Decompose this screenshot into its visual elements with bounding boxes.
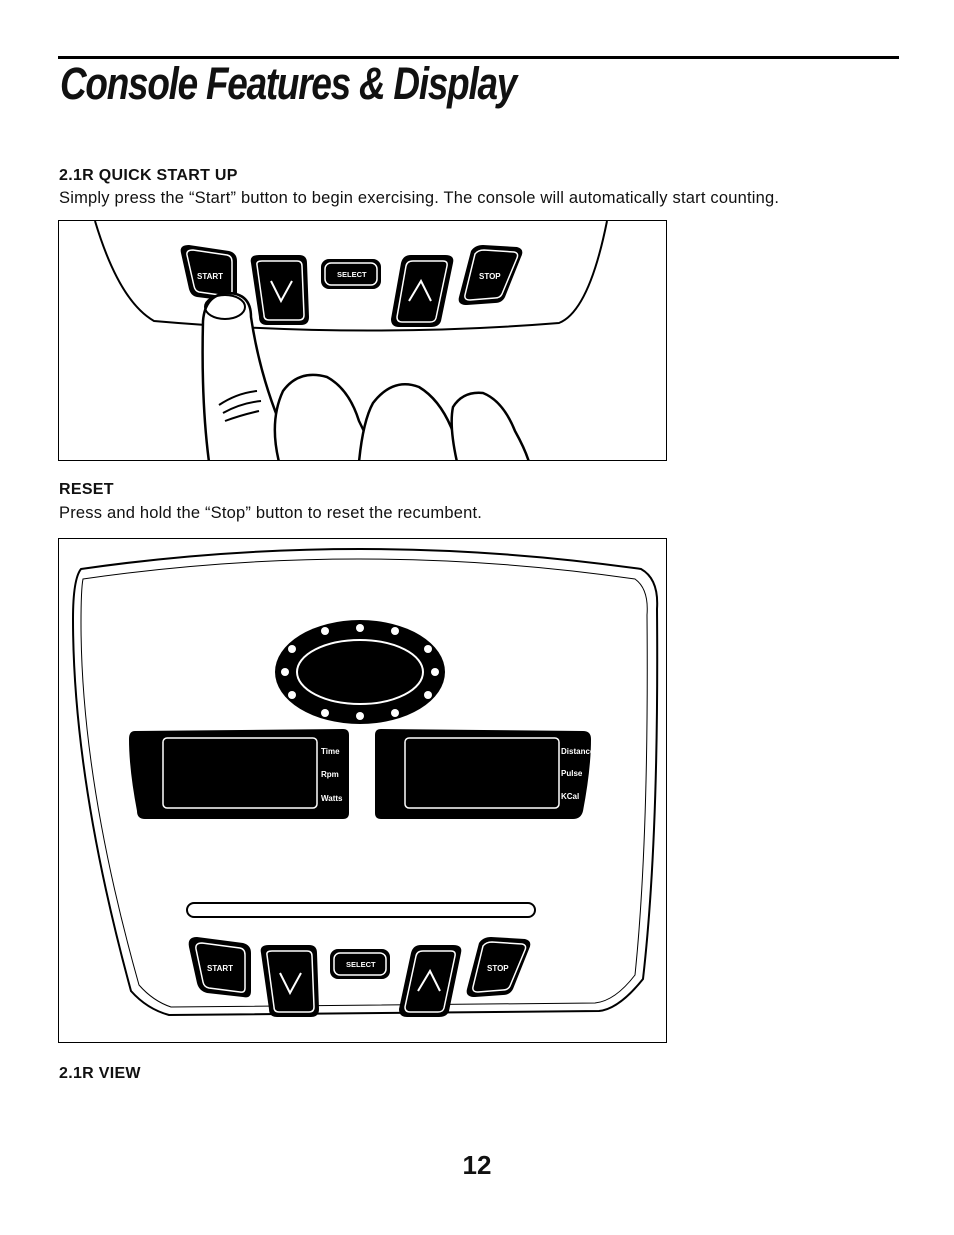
start-button-label: START: [207, 964, 233, 973]
chevron-up-icon: [408, 278, 432, 302]
left-lcd-display: Time Rpm Watts: [129, 729, 349, 819]
right-display-label-distance: Distance: [561, 747, 595, 756]
start-button[interactable]: START: [188, 937, 251, 998]
right-lcd-display: Distance Pulse KCal: [375, 729, 595, 819]
console-body: [71, 548, 659, 1017]
stop-button[interactable]: STOP: [466, 937, 531, 997]
section-text-quick-start: Simply press the “Start” button to begin…: [59, 189, 780, 207]
section-heading-quick-start: 2.1R QUICK START UP: [59, 167, 238, 184]
quick-start-illustration: START SELECT STOP: [58, 220, 667, 461]
select-button[interactable]: SELECT: [330, 949, 390, 979]
select-button-label: SELECT: [346, 960, 376, 969]
header-rule: [58, 56, 899, 59]
down-arrow-button[interactable]: [250, 255, 309, 325]
hand-illustration: [201, 291, 530, 460]
section-heading-view: 2.1R VIEW: [59, 1065, 141, 1082]
chevron-down-icon: [270, 280, 293, 304]
console-view-illustration: Time Rpm Watts Distance Pulse KCal START: [58, 538, 667, 1043]
left-display-label-time: Time: [321, 747, 340, 756]
up-arrow-button[interactable]: [399, 945, 462, 1017]
stop-button-label: STOP: [487, 964, 509, 973]
start-button-label: START: [197, 272, 223, 281]
chevron-down-icon: [279, 972, 302, 996]
left-display-label-rpm: Rpm: [321, 770, 339, 779]
up-arrow-button[interactable]: [391, 255, 454, 327]
stop-button[interactable]: STOP: [458, 245, 523, 305]
start-button[interactable]: START: [180, 245, 237, 302]
left-display-label-watts: Watts: [321, 794, 343, 803]
right-display-label-kcal: KCal: [561, 792, 579, 801]
page-title: Console Features & Display: [60, 58, 517, 109]
stop-button-label: STOP: [479, 272, 501, 281]
page-number: 12: [462, 1150, 492, 1180]
section-text-reset: Press and hold the “Stop” button to rese…: [59, 504, 483, 522]
select-button-label: SELECT: [337, 270, 367, 279]
down-arrow-button[interactable]: [260, 945, 319, 1017]
select-button[interactable]: SELECT: [321, 259, 381, 289]
reading-slot: [186, 902, 536, 918]
section-heading-reset: RESET: [59, 481, 114, 498]
right-display-label-pulse: Pulse: [561, 769, 583, 778]
chevron-up-icon: [417, 968, 441, 992]
center-oval-display: [275, 620, 445, 724]
